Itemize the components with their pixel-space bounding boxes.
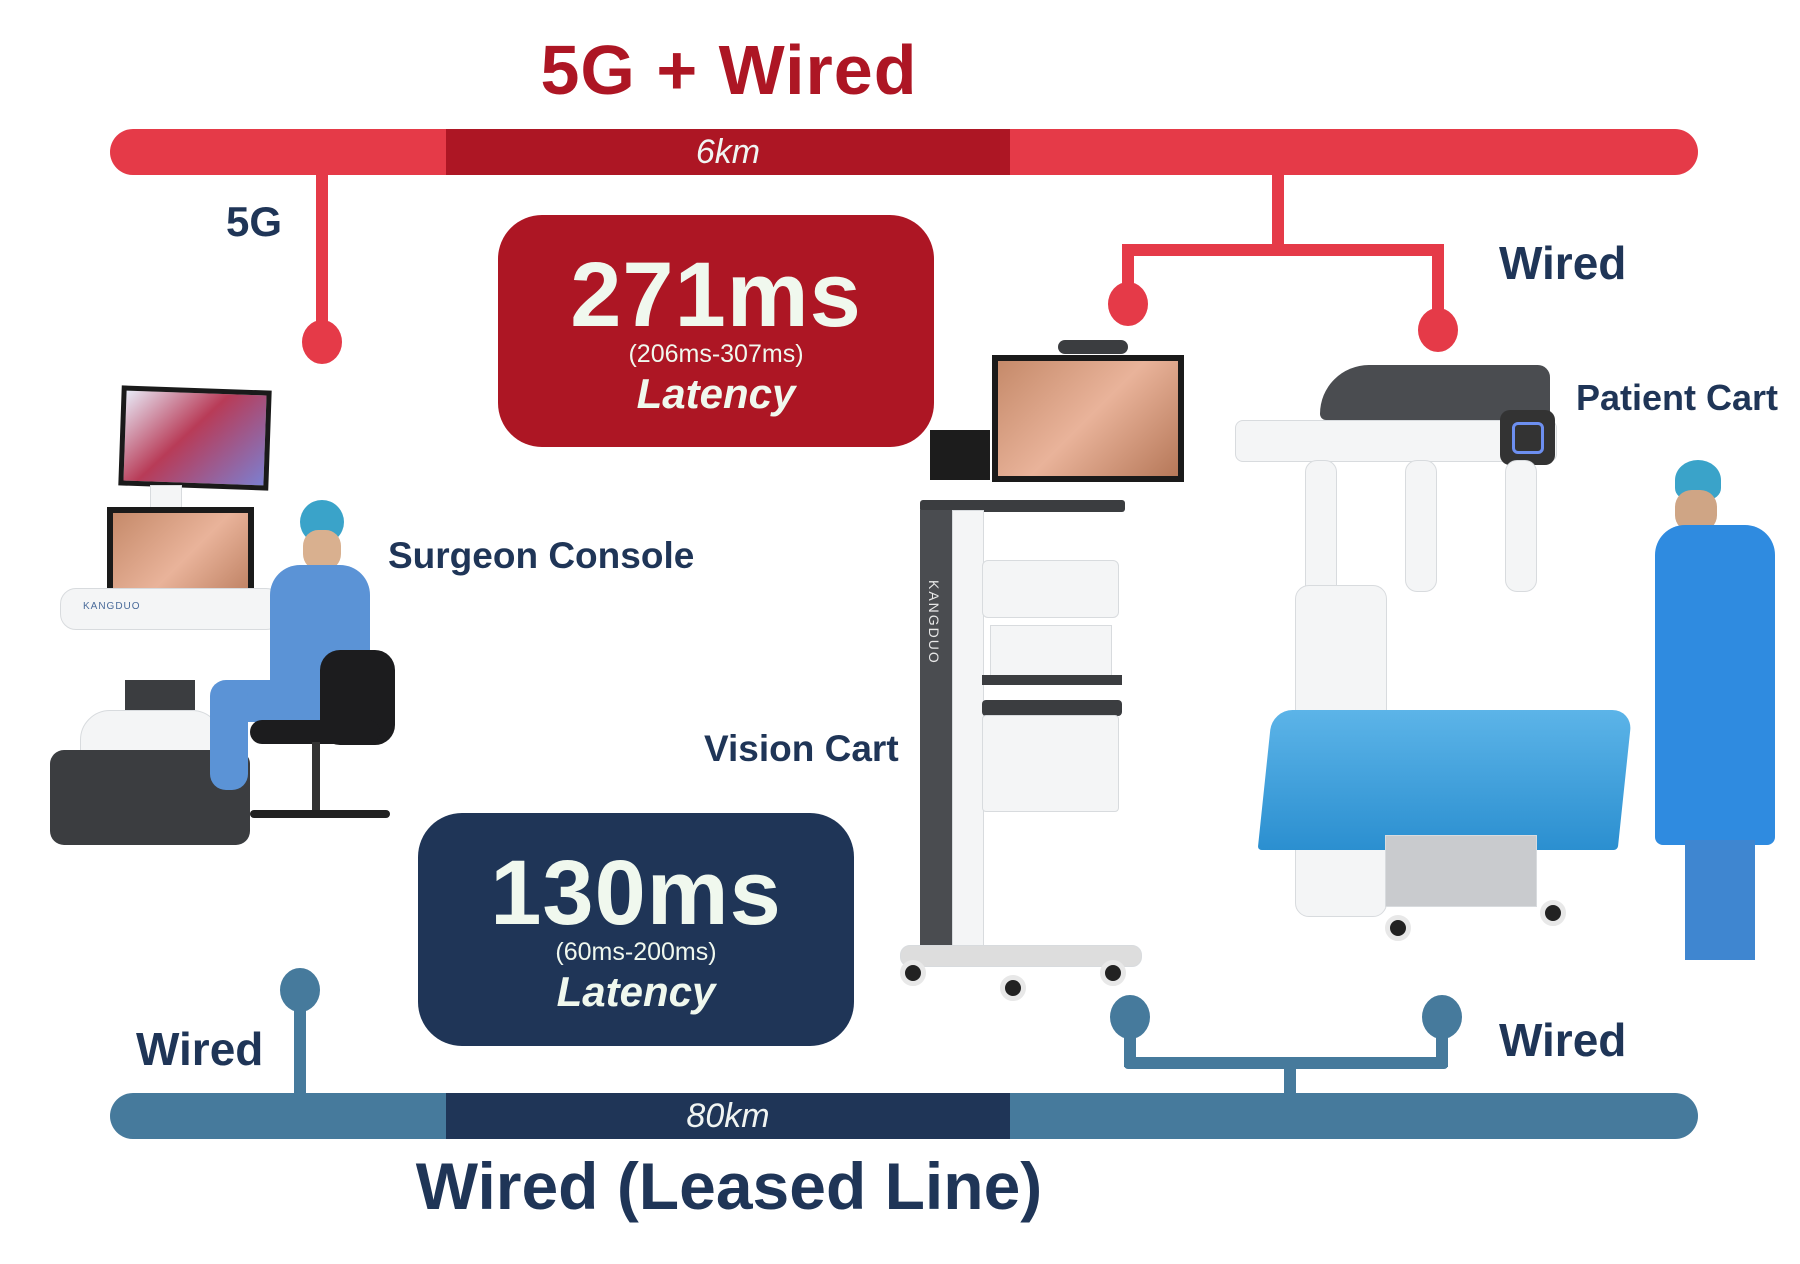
bottom-wired-stem [1284,1067,1296,1097]
patient-table-drape [1257,710,1633,850]
console-arm-rest: KANGDUO [60,588,282,630]
vision-cart-label: Vision Cart [704,728,899,769]
assistant-gown [1655,525,1775,845]
bottom-network-title: Wired (Leased Line) [415,1149,1043,1223]
top-latency-label: Latency [636,369,796,417]
5g-link-endpoint-dot [302,320,342,364]
top-latency-value: 271ms [570,244,862,346]
top-wired-stem [1272,170,1284,254]
top-distance-label: 6km [695,132,761,171]
cart-unit-1 [982,560,1119,618]
surgeon-console-illustration: KANGDUO [50,380,430,900]
top-wired-label: Wired [1499,237,1627,289]
top-network-title: 5G + Wired [540,31,918,109]
top-wired-drop-patient [1432,244,1444,328]
bottom-network-bar: 80km [110,1093,1698,1139]
top-latency-box: 271ms (206ms-307ms) Latency [498,215,934,447]
5g-link-label: 5G [226,198,283,245]
patient-cart-label: Patient Cart [1576,377,1779,418]
bottom-left-wired-line [294,995,306,1095]
top-wired-branch [1122,244,1444,256]
bottom-left-wired-label: Wired [136,1023,264,1075]
touch-display [930,430,990,480]
bottom-distance-label: 80km [686,1096,770,1135]
top-distance-segment: 6km [446,129,1010,175]
robotic-arm-2 [1405,460,1437,592]
cart-column: KANGDUO [920,510,952,950]
bottom-distance-segment: 80km [446,1093,1010,1139]
top-latency-range: (206ms-307ms) [628,340,804,368]
5g-link-line [316,170,328,330]
bottom-right-wired-label: Wired [1499,1014,1627,1066]
cart-unit-3 [982,715,1119,812]
bottom-wired-branch [1124,1057,1448,1069]
vision-cart-monitor [992,355,1184,482]
patient-cart-endpoint-dot [1418,308,1458,352]
bottom-latency-box: 130ms (60ms-200ms) Latency [418,813,854,1046]
vision-cart-endpoint-dot [1108,282,1148,326]
bottom-latency-range: (60ms-200ms) [555,938,717,966]
robotic-arm-3 [1505,460,1537,592]
bottom-latency-value: 130ms [490,842,782,944]
bottom-latency-label: Latency [556,967,716,1015]
webcam [1058,340,1128,354]
3d-model-monitor [118,385,272,491]
patient-cart-illustration [1235,355,1795,1005]
top-network-bar: 6km [110,129,1698,175]
surgeon-console-label: Surgeon Console [388,535,695,576]
cart-unit-2 [990,625,1112,677]
vision-cart-illustration: KANGDUO [900,335,1184,1005]
